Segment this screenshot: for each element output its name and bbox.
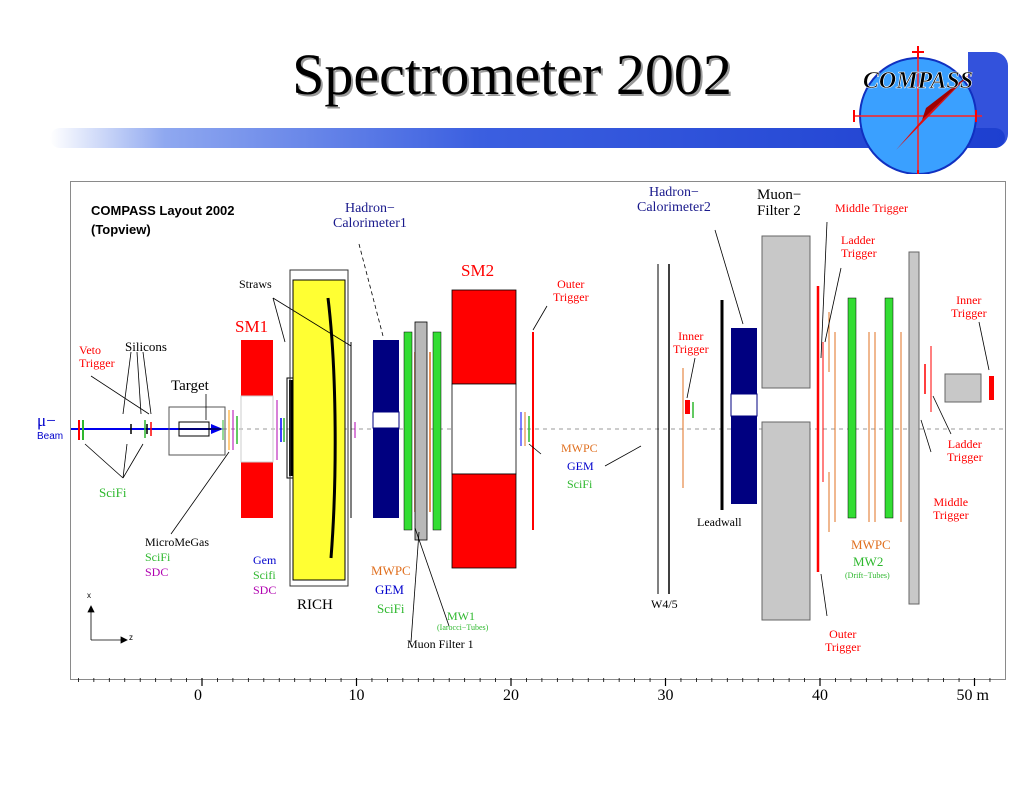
ladder-trigger-right-label: Ladder Trigger bbox=[947, 437, 983, 464]
hcal2-bottom bbox=[731, 416, 757, 504]
scifi-mid-label: SciFi bbox=[567, 477, 593, 491]
mw2-b bbox=[884, 297, 894, 519]
mw1-label: MW1 bbox=[447, 609, 475, 623]
micromegas-scifi-label: SciFi bbox=[145, 550, 171, 564]
leader-lines bbox=[84, 221, 990, 643]
micromegas-sdc-label: SDC bbox=[145, 565, 169, 579]
axis-indicator bbox=[87, 605, 128, 644]
mwpc-1-label: MWPC bbox=[371, 563, 411, 578]
sm2-label: SM2 bbox=[461, 261, 495, 280]
inner-trigger-2 bbox=[989, 376, 994, 400]
straws-label: Straws bbox=[239, 277, 272, 291]
middle-trigger-right-label: Middle Trigger bbox=[933, 495, 969, 522]
hadron-cal1-label: Hadron− Calorimeter1 bbox=[333, 201, 407, 231]
rich-vessel bbox=[292, 279, 346, 581]
veto-trigger-label: Veto Trigger bbox=[79, 343, 115, 370]
scale-tick-label: 30 bbox=[657, 687, 674, 704]
gem-mid-label: GEM bbox=[567, 459, 594, 473]
header-accent-bar bbox=[50, 128, 1005, 148]
w45-label: W4/5 bbox=[651, 597, 678, 611]
layout-subtitle: (Topview) bbox=[91, 222, 151, 237]
sm1-label: SM1 bbox=[235, 317, 269, 336]
scale-bar bbox=[78, 678, 991, 686]
scifi-sm1-label: Scifi bbox=[253, 568, 276, 582]
gem-sm1-label: Gem bbox=[253, 553, 277, 567]
scale-tick-label: 10 bbox=[348, 687, 365, 704]
muon-filter2-bottom bbox=[761, 421, 811, 621]
axis-x-label: x bbox=[87, 591, 91, 600]
muon-filter2-label: Muon− Filter 2 bbox=[757, 187, 802, 219]
mw2-sub-label: (Drift−Tubes) bbox=[845, 571, 890, 580]
scifi-left-label: SciFi bbox=[99, 485, 127, 500]
middle-trigger-top-label: Middle Trigger bbox=[835, 201, 909, 215]
inner-trigger-right-label: Inner Trigger bbox=[951, 293, 987, 320]
scale-tick-label: 20 bbox=[503, 687, 519, 704]
muon-filter1-label: Muon Filter 1 bbox=[407, 637, 474, 651]
inner-trigger-block bbox=[944, 373, 982, 403]
hadron-cal2-label: Hadron− Calorimeter2 bbox=[637, 185, 711, 215]
gem-1-label: GEM bbox=[375, 582, 404, 597]
slide-title: Spectrometer 2002 bbox=[292, 42, 732, 107]
spectrometer-diagram: COMPASS Layout 2002 (Topview) μ− Beam Ve… bbox=[37, 181, 1006, 680]
scale-tick-label: 0 bbox=[194, 687, 202, 704]
muon-filter3 bbox=[908, 251, 920, 605]
sdc-sm1-label: SDC bbox=[253, 583, 277, 597]
hcal1-bottom bbox=[373, 428, 399, 518]
mwpc-2-label: MWPC bbox=[851, 537, 891, 552]
outer-trigger-bottom-label: Outer Trigger bbox=[825, 627, 861, 654]
layout-title: COMPASS Layout 2002 bbox=[91, 203, 235, 218]
sm2-top bbox=[451, 289, 517, 385]
scifi-1-label: SciFi bbox=[377, 601, 405, 616]
rich-mirror bbox=[326, 297, 337, 559]
mw1-left bbox=[403, 331, 413, 531]
muon-filter2-top bbox=[761, 235, 811, 389]
beam-symbol: μ− bbox=[37, 411, 56, 430]
outer-trigger-top-label: Outer Trigger bbox=[553, 277, 589, 304]
inner-trigger-left-label: Inner Trigger bbox=[673, 329, 709, 356]
scale-tick-label: 40 bbox=[812, 687, 828, 704]
mw1-right bbox=[432, 331, 442, 531]
hcal1-top bbox=[373, 340, 399, 412]
beam-label: Beam bbox=[37, 431, 64, 442]
mw2-label: MW2 bbox=[853, 554, 884, 569]
sm2-bottom bbox=[451, 473, 517, 569]
sm1-top bbox=[241, 340, 273, 396]
compass-logo: COMPASS bbox=[853, 46, 982, 174]
sm1-bottom bbox=[241, 462, 273, 518]
scale-tick-label: 50 m bbox=[956, 687, 989, 704]
axis-z-label: z bbox=[129, 633, 133, 642]
target-box bbox=[168, 406, 226, 456]
hcal2-top bbox=[731, 328, 757, 394]
mw2-a bbox=[847, 297, 857, 519]
silicons-label: Silicons bbox=[125, 339, 167, 354]
muon-filter1 bbox=[414, 321, 428, 541]
diagram-drawing bbox=[71, 221, 1005, 644]
inner-trigger-1 bbox=[685, 400, 690, 414]
target-label: Target bbox=[171, 378, 209, 394]
rich-outline bbox=[289, 269, 349, 587]
rich-label: RICH bbox=[297, 597, 333, 613]
logo-text: COMPASS bbox=[863, 68, 973, 94]
ladder-trigger-top-label: Ladder Trigger bbox=[841, 233, 877, 260]
leadwall-label: Leadwall bbox=[697, 515, 742, 529]
micromegas-label: MicroMeGas bbox=[145, 535, 209, 549]
mw1-sub-label: (Iarocci−Tubes) bbox=[437, 623, 489, 632]
mwpc-mid-label: MWPC bbox=[561, 441, 598, 455]
